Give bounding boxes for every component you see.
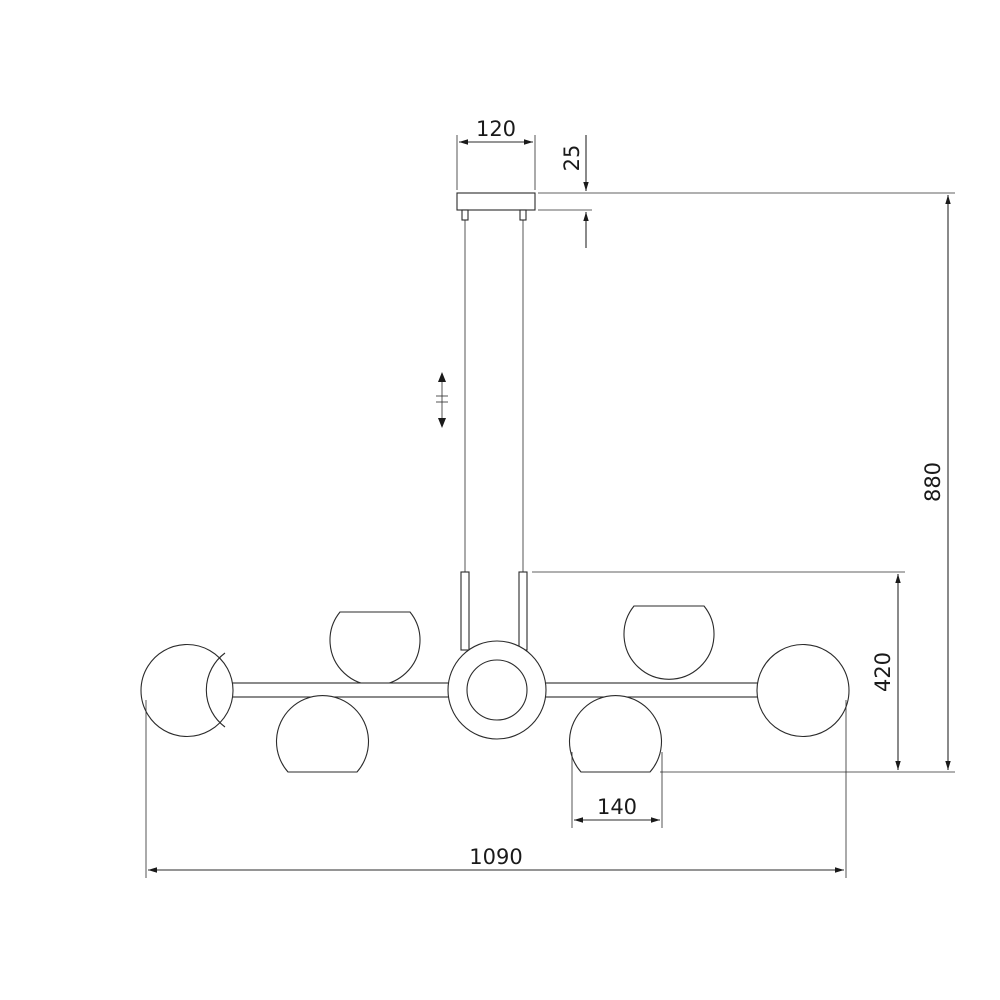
- ceiling-canopy: [456, 192, 536, 211]
- cable-gripper-right: [518, 571, 528, 651]
- shade-upper-left: [329, 611, 421, 686]
- adjustable-height-icon: [436, 372, 448, 428]
- dimension-label-body-height: 420: [871, 652, 895, 692]
- shade-lower-left: [275, 695, 370, 773]
- chandelier: [140, 192, 850, 773]
- cable-gripper-left: [460, 571, 470, 651]
- central-hub-inner: [466, 659, 528, 721]
- shade-lower-right: [568, 695, 663, 773]
- dimension-label-canopy-width: 120: [476, 117, 516, 141]
- canopy-clamp-right: [519, 209, 527, 221]
- dimension-label-shade-diameter: 140: [597, 795, 637, 819]
- dimension-overall-width: 1090: [145, 700, 847, 878]
- canopy-clamp-left: [461, 209, 469, 221]
- upper-shades: [329, 605, 715, 686]
- lower-shades: [275, 695, 663, 773]
- shade-upper-right: [623, 605, 715, 680]
- dimension-canopy-height: 25: [538, 135, 955, 248]
- dimension-canopy-width: 120: [456, 117, 536, 190]
- dimension-shade-diameter: 140: [571, 752, 663, 828]
- shade-end-right: [756, 643, 850, 738]
- dimension-label-overall-width: 1090: [469, 845, 522, 869]
- shade-end-left: [140, 643, 234, 738]
- dimension-label-canopy-height: 25: [560, 145, 584, 172]
- dimension-overall-height: 880: [660, 195, 955, 773]
- dimension-body-height: 420: [532, 571, 905, 770]
- dimension-label-overall-height: 880: [921, 462, 945, 502]
